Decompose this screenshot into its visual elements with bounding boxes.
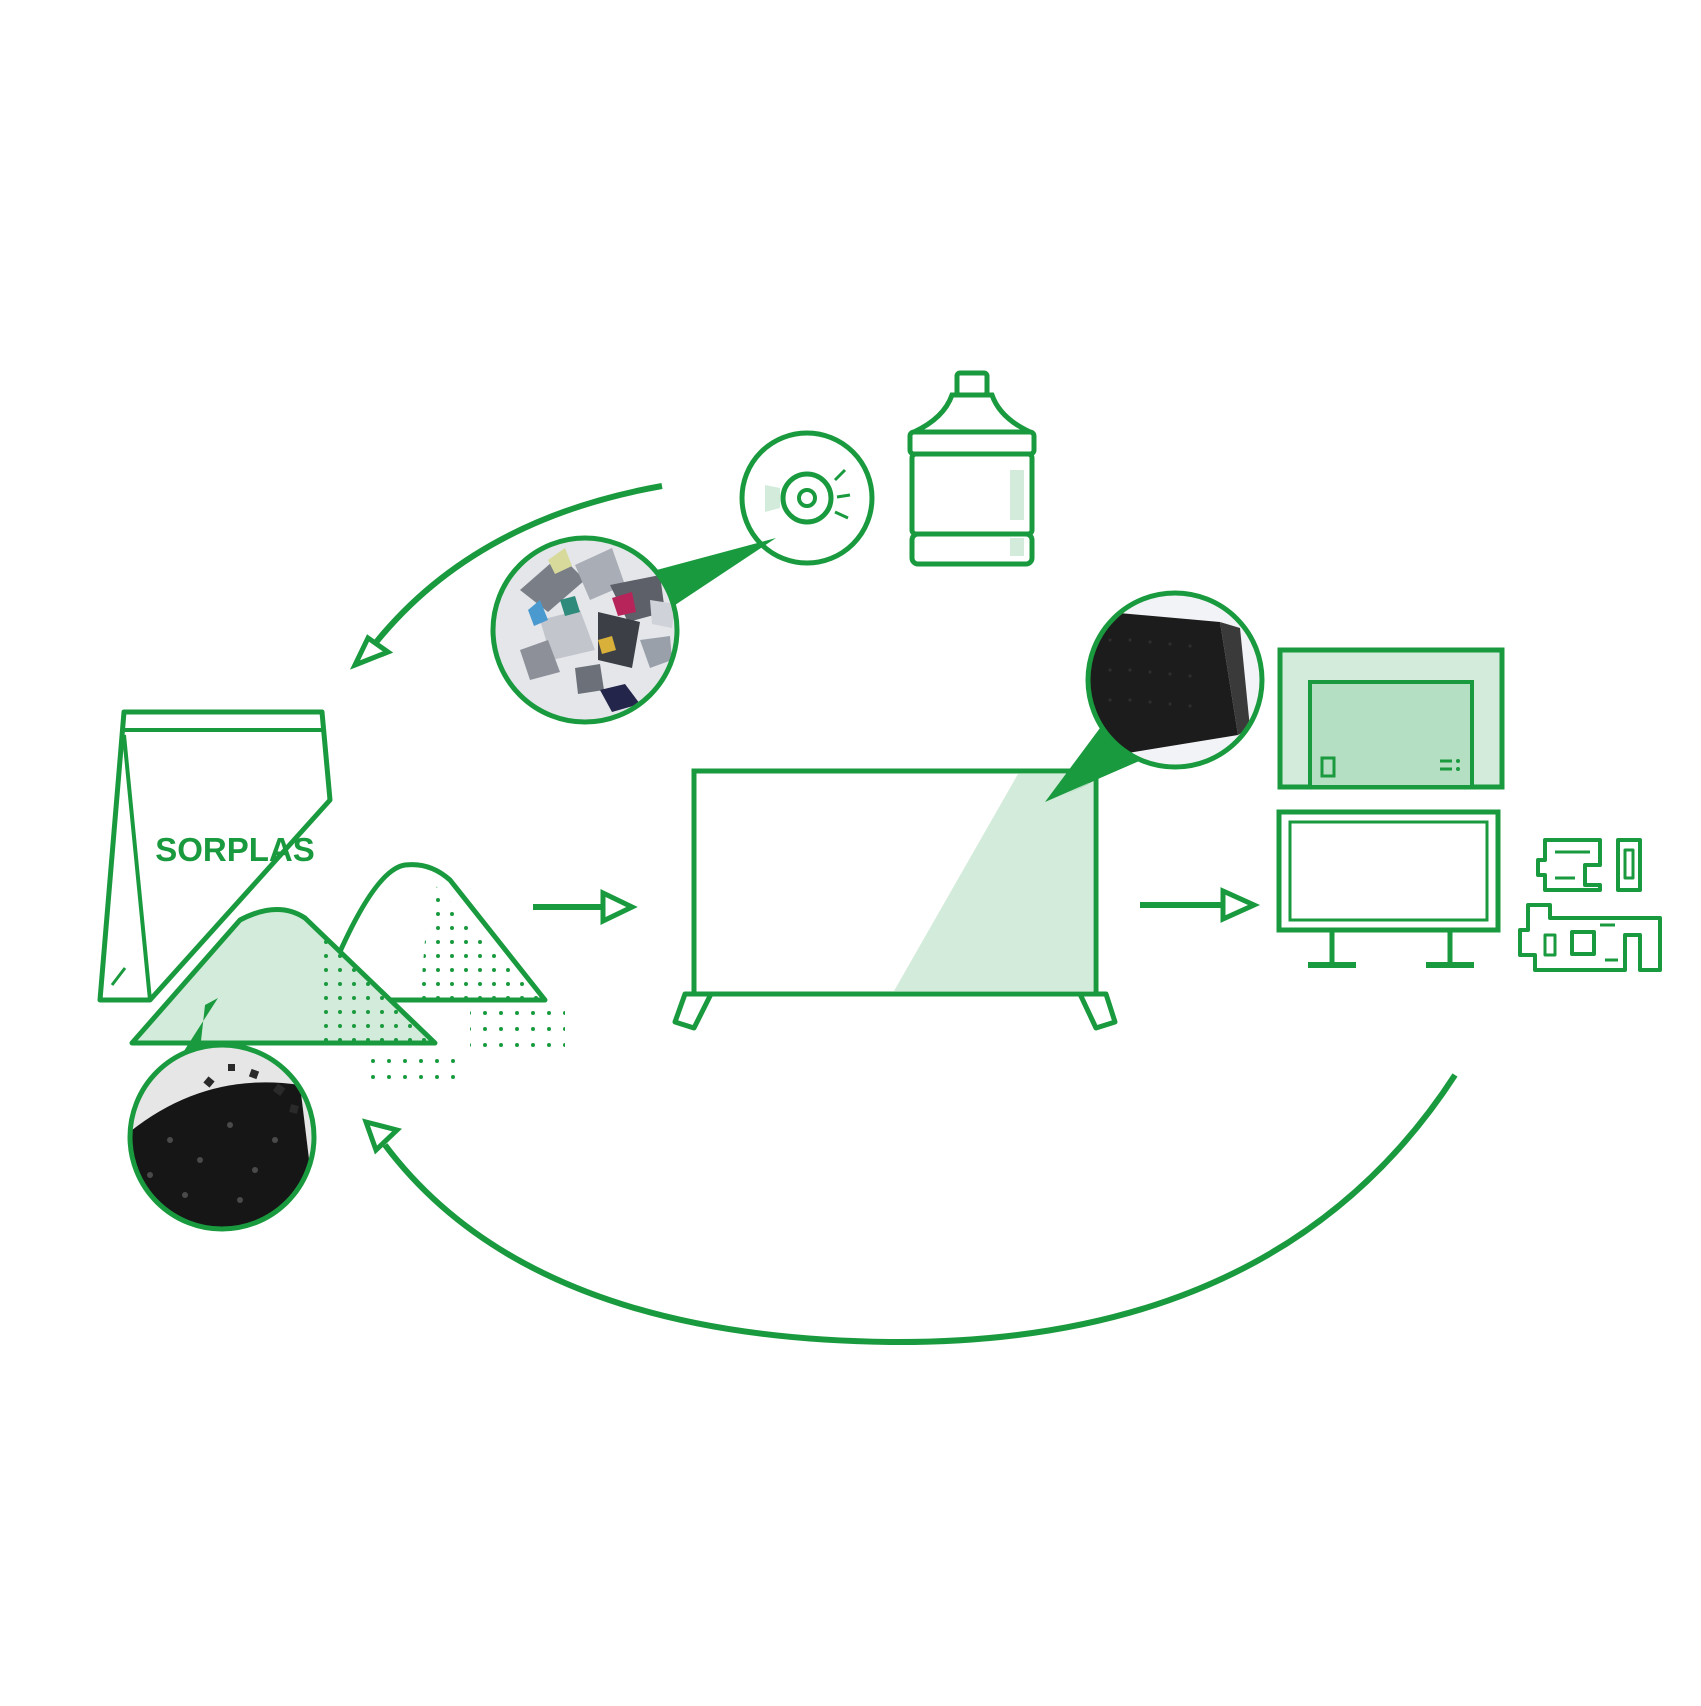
cycle-arrow-bottom-head — [362, 1118, 402, 1155]
arrow-right-icon-2 — [1140, 887, 1261, 923]
tv-back-photo — [1045, 590, 1265, 802]
scrap-plastic-photo — [490, 535, 776, 725]
disc-icon — [739, 430, 875, 566]
water-bottle-icon — [907, 370, 1037, 567]
television-icon — [672, 768, 1118, 1031]
sorplas-bag-icon: SORPLAS — [97, 709, 333, 1003]
cycle-arrow-bottom — [382, 1073, 1458, 1346]
monitor-icon — [1276, 809, 1501, 968]
circuit-board-icon — [1518, 838, 1662, 972]
tv-rear-panel-icon — [1277, 647, 1505, 790]
arrow-right-icon — [533, 889, 638, 925]
pellets-photo — [127, 998, 317, 1232]
bag-label: SORPLAS — [155, 831, 315, 868]
cycle-arrow-top — [367, 483, 663, 652]
plastic-pile-back — [317, 862, 565, 1058]
cycle-arrow-top-head — [349, 634, 394, 670]
